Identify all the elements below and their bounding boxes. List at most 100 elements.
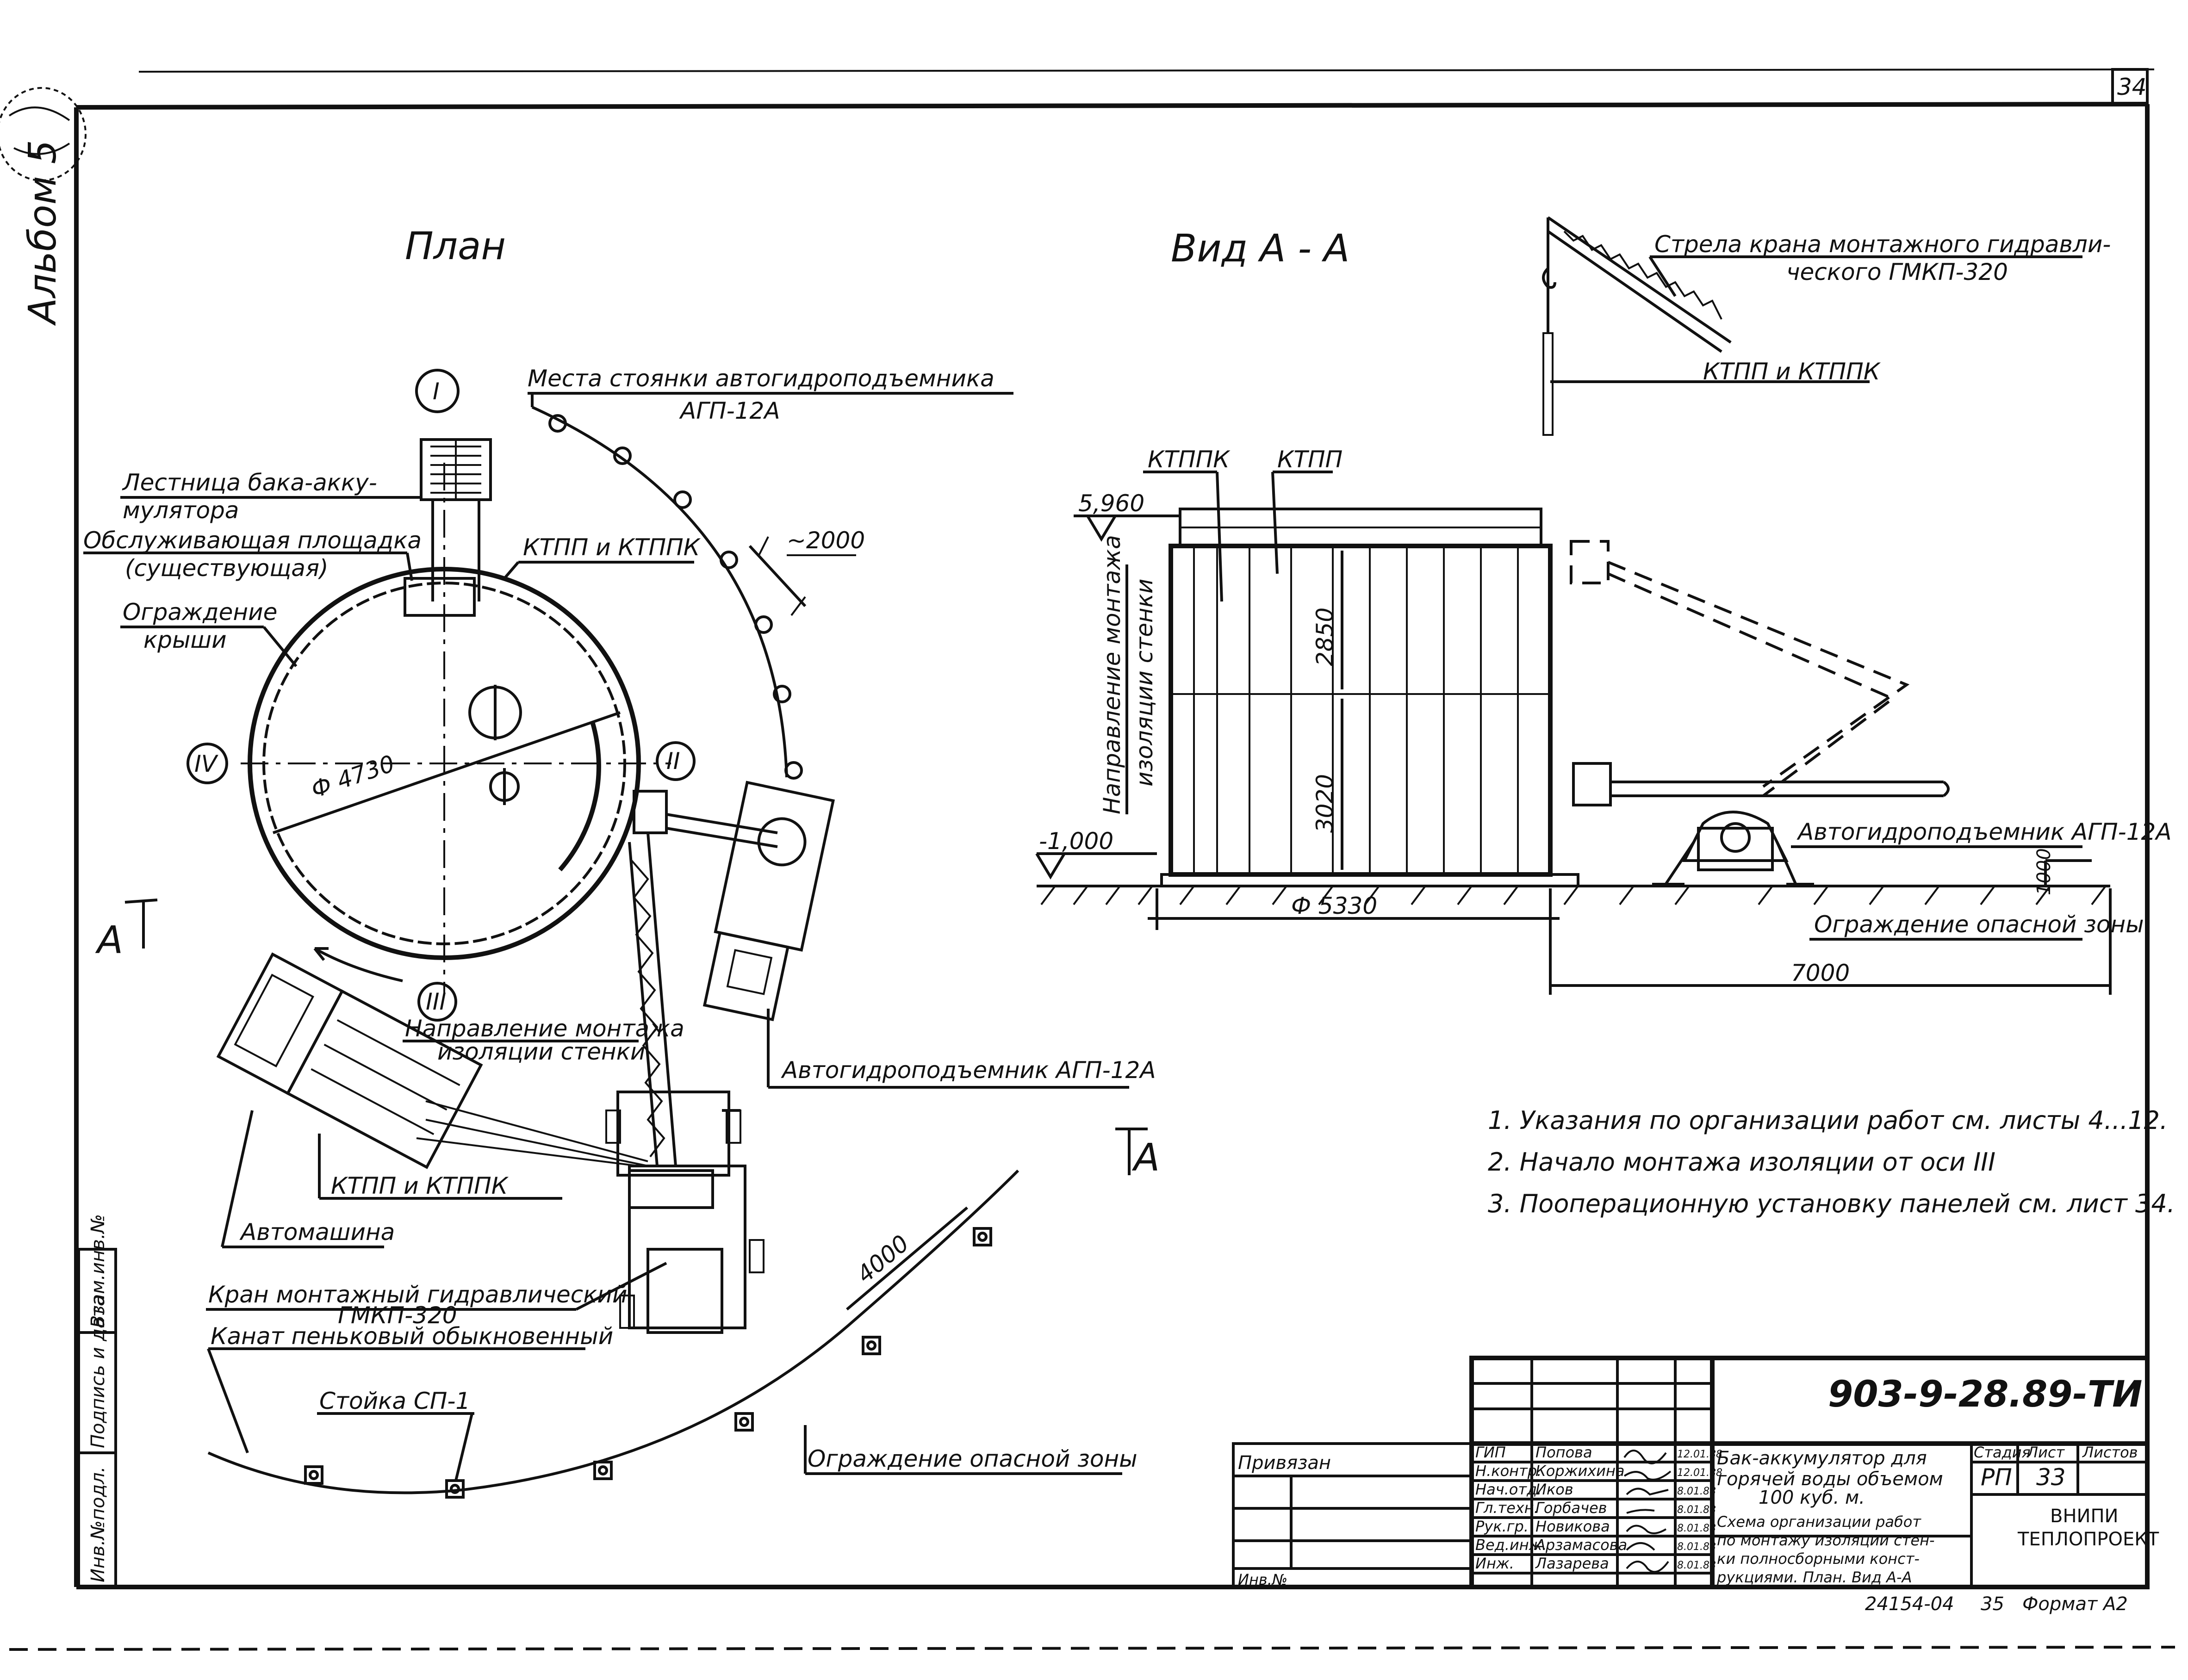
svg-text:8.01.88: 8.01.88: [1677, 1523, 1716, 1534]
lower-height: 3020: [1312, 774, 1338, 833]
note-1: 1. Указания по организации работ см. лис…: [1488, 1106, 2168, 1135]
svg-text:Н.контр.: Н.контр.: [1475, 1462, 1542, 1480]
svg-text:А: А: [1131, 1136, 1160, 1180]
service-platform: [404, 577, 476, 617]
ladder-label: Лестница бака-акку-: [122, 469, 377, 496]
install-direction-label-2: изоляции стенки: [437, 1038, 645, 1065]
dates-column: 12.01.88 12.01.88 8.01.88 8.01.88 8.01.8…: [1677, 1449, 1722, 1571]
axis-marker-3: III: [417, 982, 457, 1022]
axis-marker-4: IV: [186, 743, 228, 784]
danger-fence-label: Ограждение опасной зоны: [808, 1445, 1138, 1472]
tank-elevation: [1169, 544, 1553, 877]
title-block: Привязан Инв.№ 903-9-28.89-ТИ ГИП Н.конт…: [1232, 1356, 2159, 1615]
plan-title: План: [405, 224, 506, 268]
lift-bucket-lower: [1572, 762, 1612, 806]
install-direction-arrow: [314, 947, 403, 982]
svg-text:Иков: Иков: [1535, 1481, 1573, 1498]
stamp-signature-date: Подпись и дата: [87, 1295, 109, 1448]
view-aa-title: Вид А - А: [1171, 227, 1349, 271]
svg-text:III: III: [426, 988, 446, 1015]
crane-label: Кран монтажный гидравлический: [208, 1281, 627, 1308]
svg-text:IV: IV: [194, 750, 219, 777]
lift-parking-model: АГП-12А: [679, 397, 780, 424]
object-title-2: горячей воды объемом: [1717, 1469, 1943, 1490]
roof-fence-label: Ограждение: [123, 599, 277, 626]
right-height: 1000: [2033, 848, 2055, 895]
ktpp-col-label: КТПП: [1277, 446, 1343, 473]
svg-text:Нач.отд.: Нач.отд.: [1475, 1481, 1542, 1498]
view-marker-left: А: [95, 899, 158, 962]
sheet-frame: 34 Альбом 5: [0, 68, 2176, 1651]
svg-text:ГИП: ГИП: [1475, 1444, 1506, 1461]
svg-text:8.01.88: 8.01.88: [1677, 1560, 1716, 1571]
view-marker-right: А: [1115, 1128, 1160, 1180]
upper-height: 2850: [1312, 608, 1338, 666]
boom-label-2: ческого ГМКП-320: [1786, 259, 2008, 285]
svg-text:Лазарева: Лазарева: [1535, 1555, 1609, 1572]
lift-parking-spots: [548, 414, 803, 780]
signatures-column: [1623, 1450, 1672, 1573]
inventory-suffix: 35: [1981, 1593, 2004, 1615]
sheets-header: Листов: [2082, 1444, 2138, 1461]
sheet-title-2: по монтажу изоляции стен-: [1717, 1531, 1935, 1549]
fence-posts: [304, 1227, 992, 1499]
sheet-title-1: Схема организации работ: [1717, 1513, 1921, 1531]
wall-panels: [1193, 546, 1519, 874]
lift-vehicle: [702, 781, 835, 1022]
view-aa: Вид А - А 28: [1035, 216, 2172, 995]
svg-text:Горбачев: Горбачев: [1535, 1499, 1607, 1517]
inv-label: Инв.№: [1238, 1571, 1287, 1588]
roof-fence-label-2: крыши: [143, 626, 227, 653]
note-3: 3. Пооперационную установку панелей см. …: [1488, 1189, 2175, 1218]
object-title-3: 100 куб. м.: [1759, 1487, 1865, 1508]
post-label: Стойка СП-1: [319, 1388, 470, 1414]
roles-column: ГИП Н.контр. Нач.отд. Гл.техн. Рук.гр. В…: [1475, 1444, 1547, 1572]
org-line-1: ВНИПИ: [2050, 1506, 2118, 1527]
install-arc: [558, 721, 601, 872]
boom-label: Стрела крана монтажного гидравли-: [1654, 231, 2111, 258]
svg-text:Инж.: Инж.: [1475, 1555, 1514, 1572]
sheet-title-3: ки полносборными конст-: [1717, 1550, 1920, 1568]
tank-diameter: Ф 5330: [1291, 893, 1377, 919]
svg-text:8.01.88: 8.01.88: [1677, 1541, 1716, 1553]
axis-marker-1: I: [415, 369, 460, 413]
crane-label-2: ГМКП-320: [338, 1302, 457, 1329]
ktpp-bottom-label: КТПП и КТППК: [331, 1172, 509, 1199]
lift-label: Автогидроподъемник АГП-12А: [781, 1057, 1156, 1084]
service-platform-label: Обслуживающая площадка: [83, 527, 422, 554]
svg-text:I: I: [433, 378, 440, 405]
lift-elevation-label: Автогидроподъемник АГП-12А: [1796, 818, 2172, 845]
svg-text:8.01.88: 8.01.88: [1677, 1504, 1716, 1516]
ladder-label-2: мулятора: [123, 497, 239, 524]
svg-text:12.01.88: 12.01.88: [1677, 1467, 1722, 1479]
arc-dimension: ~2000: [787, 527, 865, 554]
svg-text:Попова: Попова: [1535, 1444, 1592, 1461]
left-stamp: Инв.№подл. Подпись и дата Взам.инв.№: [77, 1214, 117, 1588]
rope-label: Канат пеньковый обыкновенный: [211, 1323, 613, 1350]
lift-vehicle-elevation: [1652, 811, 1814, 885]
lift-boom-dashed: [1607, 561, 1910, 788]
notes: 1. Указания по организации работ см. лис…: [1488, 1106, 2175, 1218]
svg-text:А: А: [95, 918, 123, 962]
stage-value: РП: [1981, 1464, 2012, 1491]
sheet-value: 33: [2036, 1464, 2066, 1491]
svg-text:Коржихина: Коржихина: [1535, 1462, 1625, 1480]
direction-label-2: изоляции стенки: [1131, 579, 1158, 787]
object-title-1: Бак-аккумулятор для: [1717, 1448, 1927, 1469]
names-column: Попова Коржихина Иков Горбачев Новикова …: [1535, 1444, 1627, 1572]
plan-view: План Ф 4730 I II: [83, 224, 1160, 1499]
svg-text:8.01.88: 8.01.88: [1677, 1486, 1716, 1497]
svg-text:Рук.гр.: Рук.гр.: [1475, 1518, 1529, 1535]
bottom-level: -1,000: [1039, 828, 1113, 855]
danger-zone-fence-plan: [207, 1169, 1019, 1494]
stage-header: Стадия: [1974, 1444, 2031, 1461]
lift-mount: [633, 790, 668, 834]
lift-parking-label: Места стоянки автогидроподъемника: [528, 365, 995, 392]
install-direction-label: Направление монтажа: [405, 1015, 684, 1042]
svg-text:Вед.инж.: Вед.инж.: [1475, 1536, 1547, 1554]
sheet-header: Лист: [2026, 1444, 2065, 1461]
ktpp-top-label: КТПП и КТППК: [523, 534, 701, 561]
direction-label: Направление монтажа: [1099, 535, 1125, 814]
distance-dim: 7000: [1791, 960, 1850, 986]
top-level: 5,960: [1078, 490, 1144, 517]
